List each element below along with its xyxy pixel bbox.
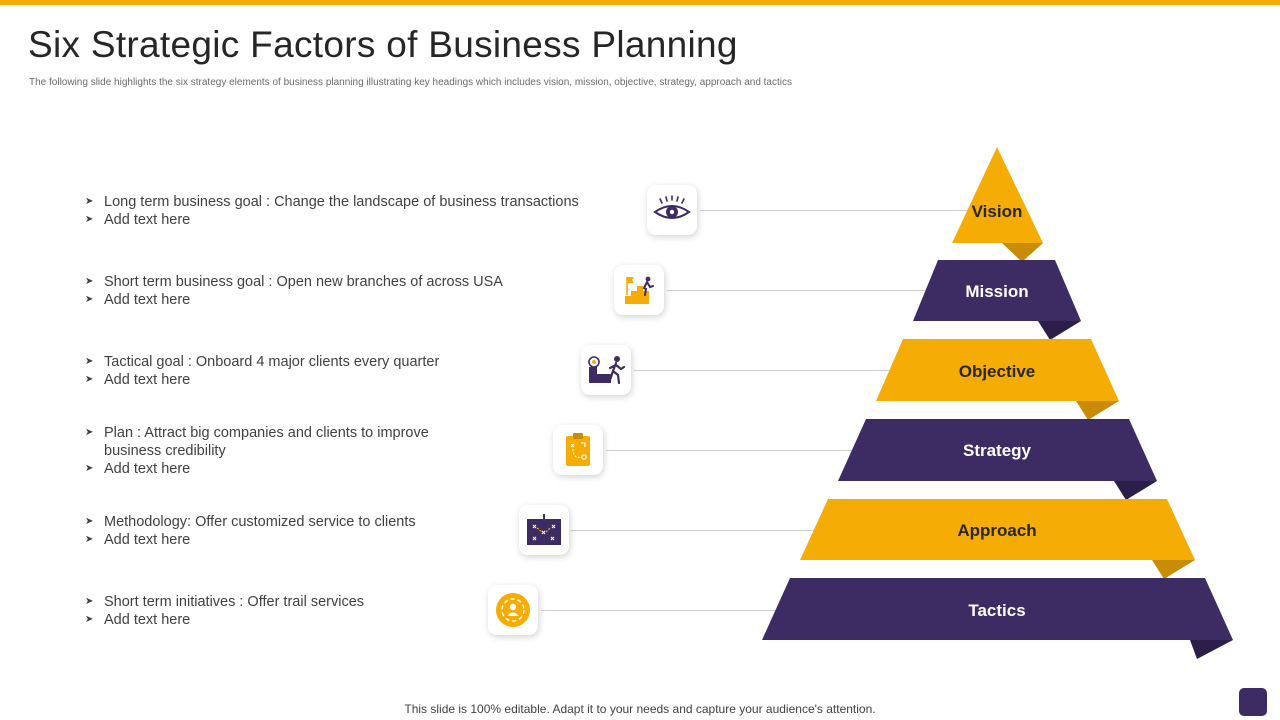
bullet-arrow-icon: ➤ xyxy=(85,614,94,625)
tier-label-mission: Mission xyxy=(965,282,1028,301)
pyramid-tier-vision xyxy=(952,147,1043,243)
row-text-strategy: ➤Plan : Attract big companies and client… xyxy=(85,424,445,478)
bullet-item: ➤Methodology: Offer customized service t… xyxy=(85,514,416,530)
row-text-tactics: ➤Short term initiatives : Offer trail se… xyxy=(85,593,605,629)
tier-label-approach: Approach xyxy=(957,521,1036,540)
pyramid-shadow-tactics xyxy=(1190,640,1233,659)
connector-line-strategy xyxy=(606,450,866,451)
bullet-item: ➤Plan : Attract big companies and client… xyxy=(85,425,429,459)
connector-line-vision xyxy=(700,210,970,211)
slide-footer: This slide is 100% editable. Adapt it to… xyxy=(404,702,876,716)
bullet-item: ➤Long term business goal : Change the la… xyxy=(85,194,579,210)
bullet-item: ➤Add text here xyxy=(85,532,191,548)
bullet-arrow-icon: ➤ xyxy=(85,534,94,545)
bullet-item: ➤Add text here xyxy=(85,372,191,388)
bullet-item: ➤Short term initiatives : Offer trail se… xyxy=(85,594,365,610)
pyramid-tier-objective xyxy=(876,339,1119,401)
row-text-objective: ➤Tactical goal : Onboard 4 major clients… xyxy=(85,353,605,389)
tier-label-objective: Objective xyxy=(959,362,1036,381)
tactics-board-icon xyxy=(519,505,569,555)
pyramid-tier-tactics xyxy=(762,578,1233,640)
connector-line-approach xyxy=(571,530,831,531)
stairs-goal-icon xyxy=(614,265,664,315)
bullet-arrow-icon: ➤ xyxy=(85,294,94,305)
bullet-arrow-icon: ➤ xyxy=(85,276,94,287)
bullet-item: ➤Tactical goal : Onboard 4 major clients… xyxy=(85,354,440,370)
slide-subtitle: The following slide highlights the six s… xyxy=(29,77,792,88)
tier-label-vision: Vision xyxy=(972,202,1023,221)
connector-line-tactics xyxy=(541,610,801,611)
pyramid-shadow-objective xyxy=(1076,401,1119,420)
bullet-arrow-icon: ➤ xyxy=(85,196,94,207)
corner-square-button[interactable] xyxy=(1239,688,1267,716)
slide-title: Six Strategic Factors of Business Planni… xyxy=(28,24,738,65)
tier-label-strategy: Strategy xyxy=(963,441,1032,460)
row-text-vision: ➤Long term business goal : Change the la… xyxy=(85,193,605,229)
pyramid-tier-approach xyxy=(800,499,1195,560)
bullet-arrow-icon: ➤ xyxy=(85,214,94,225)
target-climb-icon xyxy=(581,345,631,395)
pyramid-shadow-approach xyxy=(1152,560,1195,579)
eye-icon xyxy=(647,185,697,235)
pyramid-shadow-vision xyxy=(1002,243,1043,262)
pyramid-tier-mission xyxy=(913,260,1081,321)
clipboard-plan-icon xyxy=(553,425,603,475)
pyramid-tier-strategy xyxy=(838,419,1157,481)
connector-line-objective xyxy=(634,370,904,371)
pyramid-shadow-mission xyxy=(1038,321,1081,340)
pyramid-shadow-strategy xyxy=(1114,481,1157,500)
person-target-icon xyxy=(488,585,538,635)
bullet-item: ➤Add text here xyxy=(85,461,191,477)
tier-label-tactics: Tactics xyxy=(968,601,1025,620)
bullet-arrow-icon: ➤ xyxy=(85,463,94,474)
bullet-arrow-icon: ➤ xyxy=(85,516,94,527)
bullet-item: ➤Add text here xyxy=(85,212,191,228)
bullet-item: ➤Short term business goal : Open new bra… xyxy=(85,274,503,290)
bullet-item: ➤Add text here xyxy=(85,292,191,308)
bullet-arrow-icon: ➤ xyxy=(85,596,94,607)
bullet-item: ➤Add text here xyxy=(85,612,191,628)
top-accent-bar xyxy=(0,0,1280,5)
bullet-arrow-icon: ➤ xyxy=(85,356,94,367)
row-text-approach: ➤Methodology: Offer customized service t… xyxy=(85,513,605,549)
row-text-mission: ➤Short term business goal : Open new bra… xyxy=(85,273,605,309)
bullet-arrow-icon: ➤ xyxy=(85,427,94,438)
bullet-arrow-icon: ➤ xyxy=(85,374,94,385)
connector-line-mission xyxy=(667,290,937,291)
